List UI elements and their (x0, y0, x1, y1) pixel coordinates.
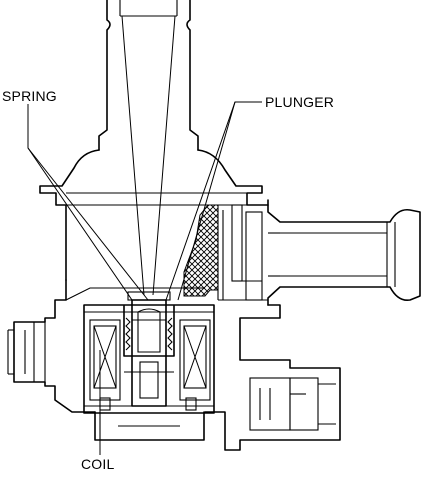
plunger-assembly (118, 291, 180, 427)
plunger-leader-line-2 (177, 101, 236, 301)
valve-chamber (183, 204, 268, 301)
spring-label: SPRING (2, 88, 57, 104)
inlet-tube (98, 0, 199, 296)
lower-housing-left (7, 279, 205, 413)
leader-lines (27, 101, 262, 455)
lower-housing-right (204, 304, 341, 451)
spring-leader-line (27, 104, 133, 301)
plunger-label: PLUNGER (265, 94, 335, 110)
outlet-pipe (267, 199, 421, 306)
spring-leader-line-2 (27, 147, 149, 301)
coil-label: COIL (81, 456, 115, 472)
